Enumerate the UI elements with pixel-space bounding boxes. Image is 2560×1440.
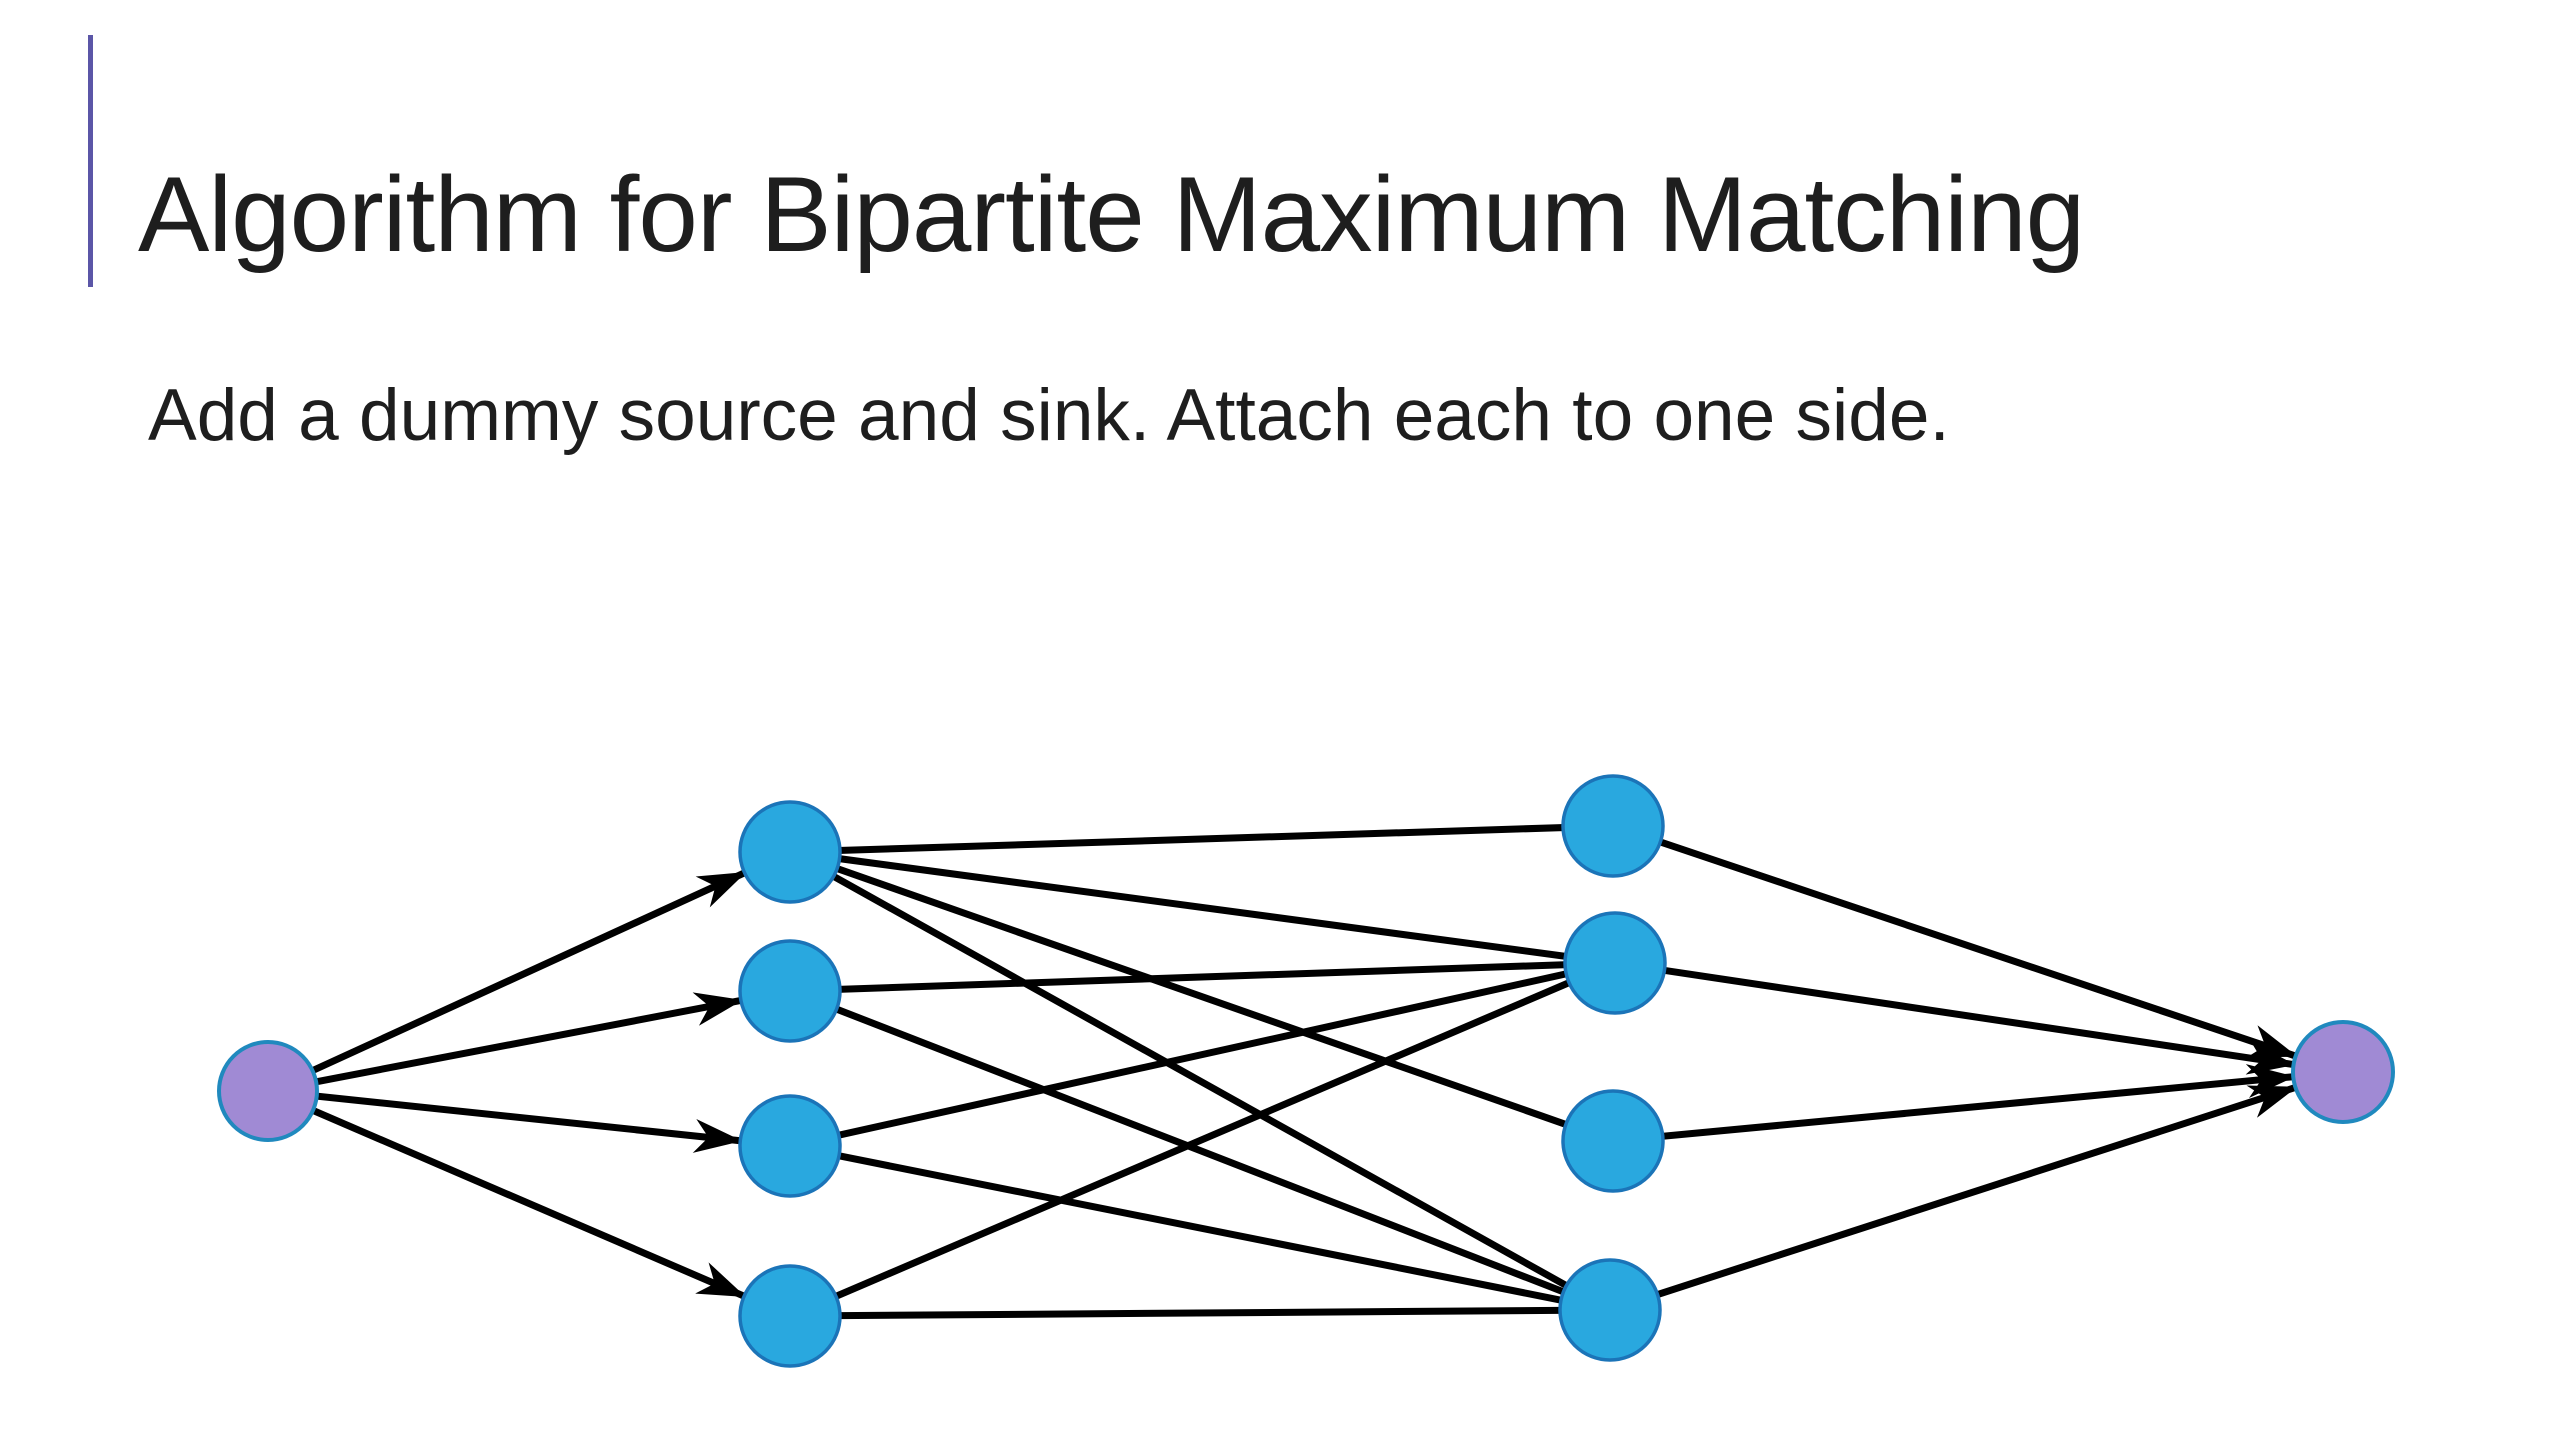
graph-node-v1 xyxy=(1561,774,1665,878)
graph-node-v3 xyxy=(1561,1089,1665,1193)
edge-u1-v4 xyxy=(788,848,1612,1314)
edge-v4-sink xyxy=(1608,1084,2298,1314)
edge-v2-sink xyxy=(1614,959,2296,1075)
edge-u3-v4 xyxy=(789,1142,1611,1314)
graph-node-u3 xyxy=(738,1094,842,1198)
edge-u4-v2 xyxy=(788,959,1617,1320)
edge-u3-v2 xyxy=(789,959,1616,1150)
edge-u1-v3 xyxy=(788,848,1615,1145)
edge-source-u4 xyxy=(266,1087,746,1300)
graph-node-v4 xyxy=(1558,1258,1662,1362)
edge-u1-v2 xyxy=(789,848,1616,967)
edge-source-u1 xyxy=(266,869,747,1095)
graph-node-source xyxy=(217,1040,319,1142)
slide-subtitle: Add a dummy source and sink. Attach each… xyxy=(148,375,1950,456)
edge-u2-v4 xyxy=(788,987,1612,1314)
graph-node-u2 xyxy=(738,939,842,1043)
graph-node-u4 xyxy=(738,1264,842,1368)
edge-layer xyxy=(266,822,2298,1320)
edge-source-u2 xyxy=(267,992,743,1095)
graph-node-v2 xyxy=(1563,911,1667,1015)
edge-source-u3 xyxy=(267,1087,743,1153)
accent-bar xyxy=(88,35,93,287)
graph-node-u1 xyxy=(738,800,842,904)
edge-u4-v4 xyxy=(789,1306,1611,1320)
page-title: Algorithm for Bipartite Maximum Matching xyxy=(138,153,2085,274)
node-layer xyxy=(217,774,2395,1368)
graph-node-sink xyxy=(2291,1020,2395,1124)
edge-v1-sink xyxy=(1611,822,2298,1060)
edge-u2-v2 xyxy=(789,959,1616,995)
edge-v3-sink xyxy=(1612,1064,2296,1145)
edge-u1-v1 xyxy=(789,822,1614,856)
